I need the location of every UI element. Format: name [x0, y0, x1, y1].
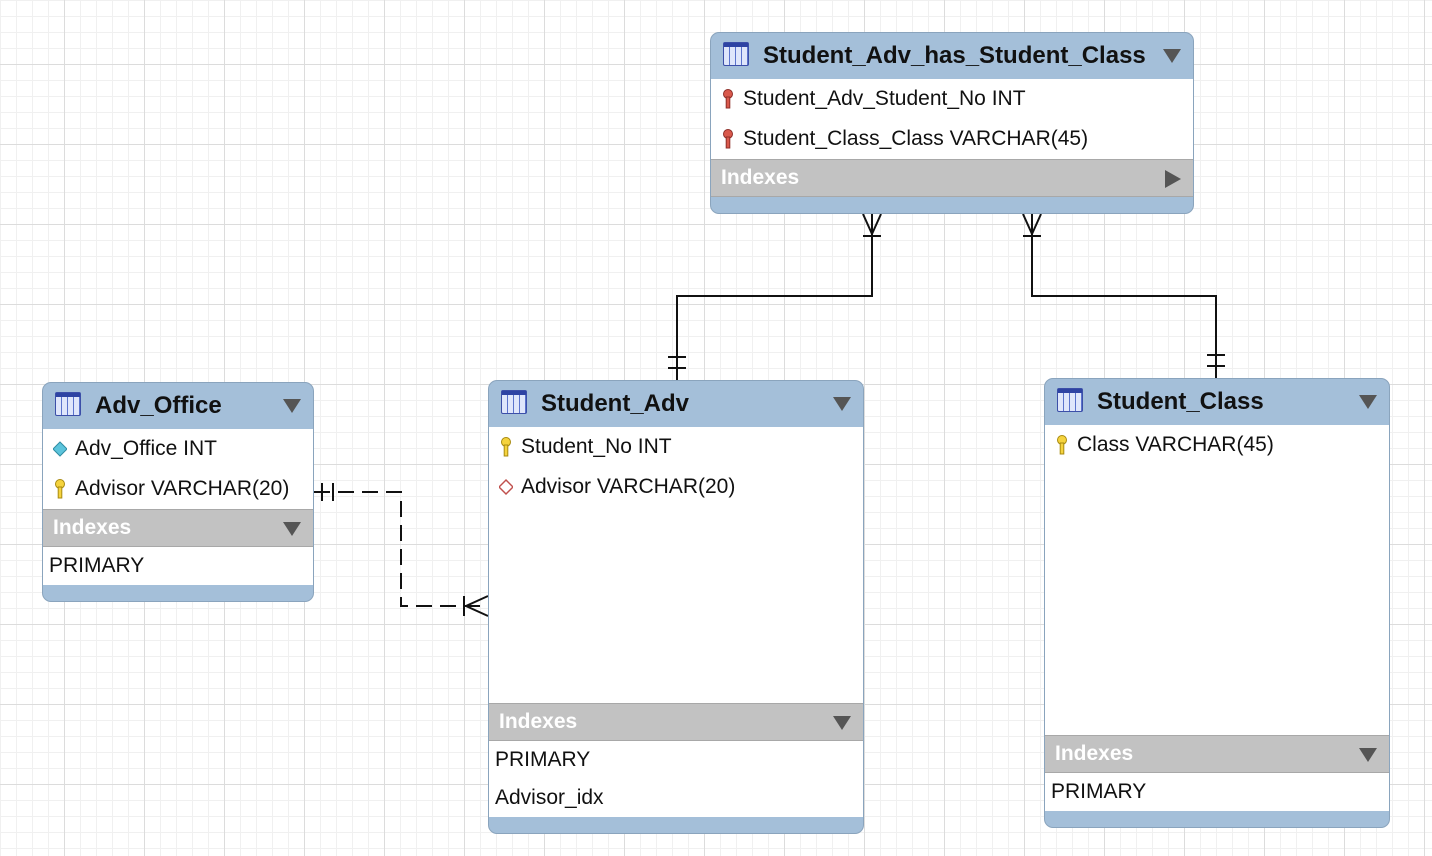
table-title: Adv_Office — [95, 392, 222, 419]
indexes-bar[interactable]: Indexes — [43, 509, 313, 547]
table-header[interactable]: Student_Class — [1045, 379, 1389, 425]
indexes-list: PRIMARY — [43, 547, 313, 585]
column-label: Student_Adv_Student_No INT — [743, 87, 1026, 110]
foreign-primary-key-icon — [723, 89, 733, 109]
primary-key-icon — [501, 437, 511, 457]
table-icon — [55, 392, 81, 416]
collapse-arrow-icon[interactable] — [283, 399, 301, 413]
one-and-only-one-symbol — [668, 356, 686, 369]
table-student-adv-has-student-class[interactable]: Student_Adv_has_Student_Class Student_Ad… — [710, 32, 1194, 214]
table-title: Student_Adv — [541, 390, 690, 417]
indexes-label: Indexes — [53, 516, 132, 539]
crowfoot-many-symbol — [862, 213, 882, 237]
table-student-adv[interactable]: Student_Adv Student_No INT Advisor VARCH… — [488, 380, 864, 834]
relationship-adv-office-to-student-adv[interactable] — [314, 483, 489, 617]
column-label: Student_Class_Class VARCHAR(45) — [743, 127, 1089, 150]
column-diamond-icon — [53, 441, 67, 457]
index-row[interactable]: Advisor_idx — [495, 786, 604, 809]
column-row[interactable]: Adv_Office INT — [43, 429, 313, 469]
relationship-student-class-to-assoc[interactable] — [1022, 213, 1225, 378]
index-row[interactable]: PRIMARY — [495, 748, 591, 771]
foreign-key-diamond-icon — [499, 478, 513, 496]
columns-section: Class VARCHAR(45) — [1045, 425, 1389, 735]
column-row[interactable]: Advisor VARCHAR(20) — [43, 469, 313, 509]
column-label: Advisor VARCHAR(20) — [521, 475, 736, 498]
collapse-arrow-icon[interactable] — [283, 522, 301, 536]
column-label: Advisor VARCHAR(20) — [75, 477, 290, 500]
primary-key-icon — [1057, 435, 1067, 455]
indexes-label: Indexes — [499, 710, 578, 733]
expand-arrow-icon[interactable] — [1165, 170, 1181, 188]
collapse-arrow-icon[interactable] — [833, 716, 851, 730]
table-title: Student_Class — [1097, 388, 1264, 415]
column-row[interactable]: Student_Class_Class VARCHAR(45) — [711, 119, 1193, 159]
table-student-class[interactable]: Student_Class Class VARCHAR(45) Indexes … — [1044, 378, 1390, 828]
table-adv-office[interactable]: Adv_Office Adv_Office INT Advisor VARCHA… — [42, 382, 314, 602]
one-and-only-one-symbol — [1207, 354, 1225, 367]
indexes-list: PRIMARY — [1045, 773, 1389, 811]
indexes-label: Indexes — [1055, 742, 1134, 765]
indexes-bar[interactable]: Indexes — [711, 159, 1193, 197]
table-header[interactable]: Student_Adv — [489, 381, 863, 427]
collapse-arrow-icon[interactable] — [833, 397, 851, 411]
column-label: Student_No INT — [521, 435, 672, 458]
column-row[interactable]: Student_No INT — [489, 427, 863, 467]
columns-section: Student_Adv_Student_No INT Student_Class… — [711, 79, 1193, 159]
collapse-arrow-icon[interactable] — [1359, 395, 1377, 409]
index-row[interactable]: PRIMARY — [49, 554, 145, 577]
relationship-student-adv-to-assoc[interactable] — [668, 213, 882, 380]
table-title: Student_Adv_has_Student_Class — [763, 42, 1146, 69]
collapse-arrow-icon[interactable] — [1359, 748, 1377, 762]
table-icon — [501, 390, 527, 414]
table-header[interactable]: Student_Adv_has_Student_Class — [711, 33, 1193, 79]
primary-key-icon — [55, 479, 65, 499]
table-icon — [1057, 388, 1083, 412]
column-row[interactable]: Advisor VARCHAR(20) — [489, 467, 863, 507]
indexes-list: PRIMARY Advisor_idx — [489, 741, 863, 817]
column-label: Adv_Office INT — [75, 437, 217, 460]
indexes-label: Indexes — [721, 166, 800, 189]
crowfoot-many-symbol — [463, 595, 489, 617]
index-row[interactable]: PRIMARY — [1051, 780, 1147, 803]
indexes-bar[interactable]: Indexes — [489, 703, 863, 741]
columns-section: Adv_Office INT Advisor VARCHAR(20) — [43, 429, 313, 509]
table-header[interactable]: Adv_Office — [43, 383, 313, 429]
column-row[interactable]: Class VARCHAR(45) — [1045, 425, 1389, 465]
one-and-only-one-symbol — [321, 483, 334, 501]
crowfoot-many-symbol — [1022, 213, 1042, 237]
column-label: Class VARCHAR(45) — [1077, 433, 1274, 456]
foreign-primary-key-icon — [723, 129, 733, 149]
indexes-bar[interactable]: Indexes — [1045, 735, 1389, 773]
columns-section: Student_No INT Advisor VARCHAR(20) — [489, 427, 863, 703]
collapse-arrow-icon[interactable] — [1163, 49, 1181, 63]
table-icon — [723, 42, 749, 66]
column-row[interactable]: Student_Adv_Student_No INT — [711, 79, 1193, 119]
